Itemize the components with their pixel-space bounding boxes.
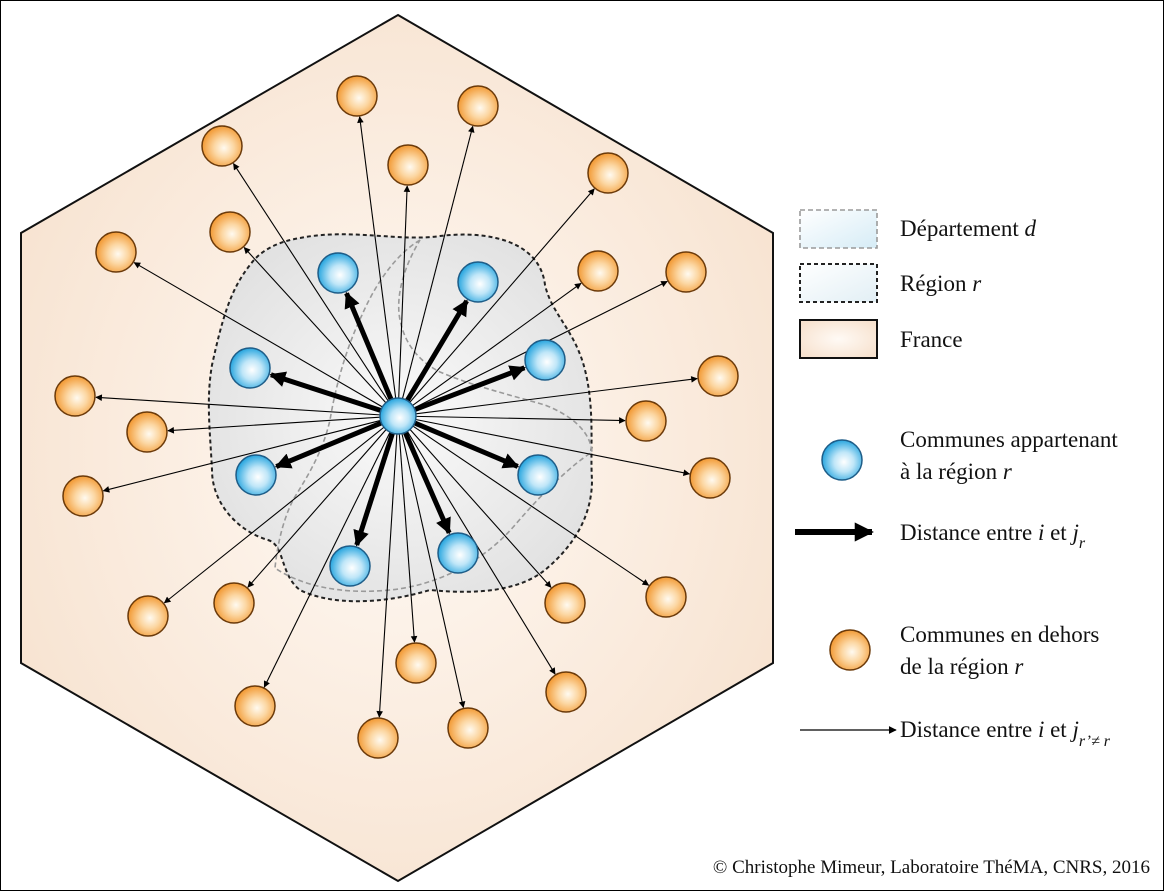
- arrow-to-outside-commune: [357, 116, 397, 399]
- arrow-to-inside-commune: [344, 291, 394, 401]
- arrows-inside-region: [269, 291, 526, 547]
- commune-outside-region: [587, 152, 629, 194]
- commune-inside-region: [329, 545, 371, 587]
- arrow-to-outside-commune: [95, 394, 381, 416]
- commune-inside-region: [317, 252, 359, 294]
- commune-outside-region: [395, 642, 437, 684]
- commune-i-center: [379, 397, 417, 435]
- commune-outside-region: [545, 671, 587, 713]
- arrow-to-inside-commune: [274, 420, 383, 469]
- arrow-to-outside-commune: [412, 282, 582, 406]
- arrow-to-outside-commune: [102, 419, 381, 493]
- legend-france-label: France: [900, 327, 963, 352]
- arrow-to-outside-commune: [233, 163, 389, 402]
- arrow-to-outside-commune: [133, 262, 383, 408]
- arrow-to-outside-commune: [167, 416, 381, 434]
- legend-region-label: Région r: [900, 271, 982, 296]
- commune-inside-region: [235, 454, 277, 496]
- arrow-to-inside-commune: [413, 365, 526, 412]
- commune-outside-region: [689, 457, 731, 499]
- arrow-to-outside-commune: [409, 188, 595, 403]
- arrow-to-outside-commune: [409, 429, 552, 588]
- arrow-to-outside-commune: [243, 247, 387, 404]
- commune-inside-region: [517, 454, 559, 496]
- commune-outside-region: [213, 582, 255, 624]
- arrows-outside-region: [95, 116, 698, 718]
- commune-outside-region: [544, 582, 586, 624]
- commune-outside-region: [234, 685, 276, 727]
- arrow-to-inside-commune: [269, 371, 382, 413]
- commune-inside-region: [437, 532, 479, 574]
- commune-outside-region: [645, 576, 687, 618]
- commune-inside-region: [229, 347, 271, 389]
- legend-communes-out-line2: de la région r: [900, 654, 1024, 679]
- legend: Département d Région r France Communes a…: [795, 209, 1118, 750]
- arrow-to-outside-commune: [401, 125, 475, 399]
- legend-commune-out-icon: [829, 629, 871, 671]
- commune-outside-region: [577, 250, 619, 292]
- commune-outside-region: [457, 85, 499, 127]
- arrow-to-outside-commune: [415, 376, 698, 415]
- commune-outside-region: [665, 251, 707, 293]
- legend-departement-swatch: [799, 209, 878, 249]
- commune-outside-region: [126, 411, 168, 453]
- departement-d-outline: [274, 239, 593, 593]
- arrow-to-outside-commune: [415, 415, 626, 424]
- commune-outside-region: [447, 707, 489, 749]
- arrow-to-outside-commune: [398, 433, 418, 643]
- legend-communes-in-line2: à la région r: [900, 459, 1013, 484]
- commune-outside-region: [127, 595, 169, 637]
- commune-outside-region: [336, 75, 378, 117]
- commune-outside-region: [387, 144, 429, 186]
- legend-distance-in-label: Distance entre i et jr: [900, 520, 1086, 552]
- legend-departement-label: Département d: [900, 216, 1037, 241]
- commune-inside-region: [524, 339, 566, 381]
- commune-outside-region: [95, 231, 137, 273]
- commune-outside-region: [357, 717, 399, 759]
- arrow-to-outside-commune: [247, 429, 387, 588]
- arrow-to-outside-commune: [398, 185, 411, 399]
- arrow-to-outside-commune: [163, 426, 385, 604]
- arrow-to-outside-commune: [376, 433, 398, 718]
- commune-outside-region: [62, 475, 104, 517]
- arrow-to-outside-commune: [401, 433, 466, 709]
- commune-outside-region: [209, 211, 251, 253]
- commune-outside-region: [697, 355, 739, 397]
- commune-outside-region: [625, 400, 667, 442]
- arrow-to-inside-commune: [405, 299, 469, 402]
- legend-distance-out-label: Distance entre i et jr’≠ r: [900, 717, 1111, 750]
- legend-communes-out-line1: Communes en dehors: [900, 622, 1099, 647]
- copyright-credit: © Christophe Mimeur, Laboratoire ThéMA, …: [713, 857, 1150, 878]
- arrow-to-inside-commune: [402, 431, 452, 535]
- legend-region-swatch: [799, 263, 878, 303]
- commune-outside-region: [201, 125, 243, 167]
- arrow-to-outside-commune: [263, 431, 391, 688]
- arrow-to-outside-commune: [415, 418, 691, 476]
- arrow-to-outside-commune: [412, 425, 650, 586]
- communes-inside-region: [229, 252, 566, 587]
- legend-commune-in-icon: [821, 439, 863, 481]
- communes-outside-region: [54, 75, 739, 759]
- legend-france-swatch: [799, 319, 878, 359]
- commune-inside-region: [457, 261, 499, 303]
- commune-outside-region: [54, 375, 96, 417]
- arrow-to-inside-commune: [413, 420, 520, 469]
- arrow-to-inside-commune: [353, 432, 395, 547]
- legend-communes-in-line1: Communes appartenant: [900, 427, 1118, 452]
- arrow-to-outside-commune: [406, 431, 556, 675]
